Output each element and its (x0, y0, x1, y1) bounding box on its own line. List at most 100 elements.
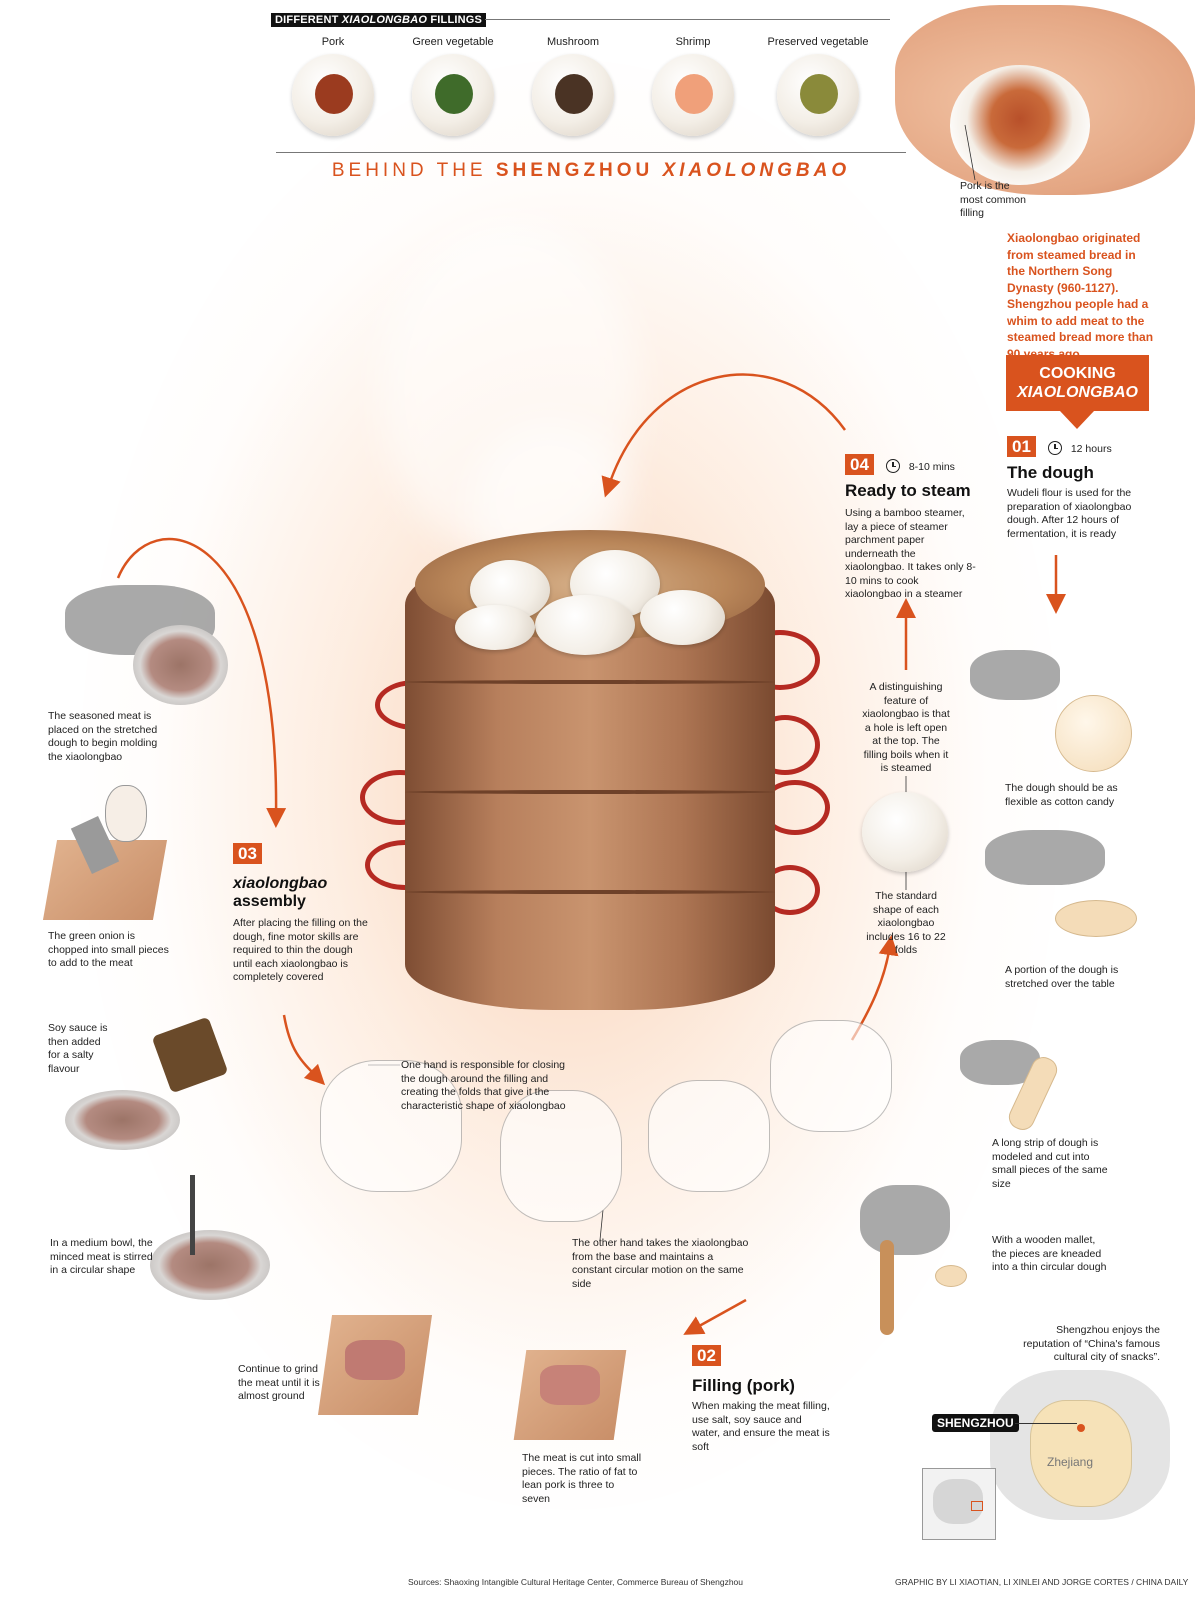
ground-meat-shape (345, 1340, 405, 1380)
caption-dough-flexible: The dough should be as flexible as cotto… (1005, 782, 1118, 808)
step-03: 03 xiaolongbao assembly After placing th… (233, 843, 368, 985)
filling-item-mushroom: Mushroom (523, 36, 623, 136)
filling-item-green-vegetable: Green vegetable (403, 36, 503, 136)
title-part-1: BEHIND THE (331, 160, 496, 181)
hand-shape (105, 785, 147, 842)
chopsticks-shape (190, 1175, 195, 1255)
filling-label: Mushroom (547, 36, 599, 48)
sleeve-shape (860, 1185, 950, 1255)
step-02: 02 Filling (pork) When making the meat f… (692, 1345, 832, 1454)
filling-item-preserved-vegetable: Preserved vegetable (758, 36, 878, 136)
caption-folds: The standard shape of each xiaolongbao i… (866, 890, 946, 956)
steamed-dumpling (535, 595, 635, 655)
step-body: Wudeli flour is used for the preparation… (1007, 487, 1132, 540)
page-title: BEHIND THE SHENGZHOU XIAOLONGBAO (276, 160, 906, 182)
title-part-2: SHENGZHOU (495, 160, 663, 181)
pork-note: Pork is the most common filling (960, 180, 1026, 219)
title-rule (276, 152, 906, 153)
caption-mallet: With a wooden mallet, the pieces are kne… (992, 1234, 1107, 1273)
step-title-1: xiaolongbao (233, 875, 328, 892)
china-inset-map (922, 1468, 996, 1540)
caption-seasoned: The seasoned meat is placed on the stret… (48, 710, 158, 763)
preserved-vegetable-filling-swatch (800, 74, 838, 114)
steamer-tier-line (405, 680, 775, 684)
hands-final-image (770, 1020, 892, 1132)
step-04: 04 8-10 mins Ready to steam Using a bamb… (845, 454, 985, 602)
mushroom-filling-swatch (555, 74, 593, 114)
arrow-left-loop (116, 537, 287, 828)
caption-meat-cut: The meat is cut into small pieces. The r… (522, 1452, 642, 1505)
step-title: Ready to steam (845, 481, 971, 500)
step-title: Filling (pork) (692, 1376, 795, 1395)
cooking-box-line2: XIAOLONGBAO (1017, 384, 1138, 401)
dough-strip-image (960, 1010, 1110, 1134)
shengzhou-city-marker (1077, 1424, 1085, 1432)
shrimp-filling-swatch (675, 74, 713, 114)
sleeve-shape (985, 830, 1105, 885)
step-title-2: assembly (233, 893, 306, 910)
footer-sources: Sources: Shaoxing Intangible Cultural He… (408, 1577, 743, 1587)
dough-ball-image (970, 640, 1135, 780)
leader-line (964, 124, 976, 181)
footer-credit: GRAPHIC BY LI XIAOTIAN, LI XINLEI AND JO… (895, 1577, 1189, 1587)
cooking-box: COOKING XIAOLONGBAO (1006, 355, 1149, 411)
filling-label: Green vegetable (412, 36, 494, 48)
leader-line (599, 1209, 604, 1241)
caption-grind: Continue to grind the meat until it is a… (238, 1363, 320, 1402)
arrow-filling (683, 1298, 747, 1335)
single-xiaolongbao-image (862, 792, 948, 872)
bamboo-steamer-image (360, 520, 830, 1020)
hand-holding-bun-image (895, 5, 1195, 205)
sleeve-shape (970, 650, 1060, 700)
seasoned-meat-illustration (45, 585, 230, 705)
green-vegetable-filling-swatch (435, 74, 473, 114)
fillings-header: DIFFERENT XIAOLONGBAO FILLINGS (271, 13, 487, 27)
step-number: 03 (233, 843, 262, 864)
caption-other-hand: The other hand takes the xiaolongbao fro… (572, 1237, 749, 1290)
caption-dough-stretched: A portion of the dough is stretched over… (1005, 964, 1119, 990)
bun-opened (950, 65, 1090, 185)
map-province-label: Zhejiang (1047, 1455, 1094, 1469)
mallet-image (820, 1185, 980, 1335)
caption-bowl-stir: In a medium bowl, the minced meat is sti… (50, 1237, 153, 1276)
hands-rotating-image (500, 1090, 622, 1222)
clock-icon (886, 458, 901, 473)
inset-highlight (971, 1501, 983, 1511)
hands-closing-image (320, 1060, 462, 1192)
fillings-header-prefix: DIFFERENT (275, 14, 342, 26)
caption-soy: Soy sauce is then added for a salty flav… (48, 1022, 108, 1075)
dough-piece (935, 1265, 967, 1287)
fillings-rule (485, 19, 890, 20)
zhejiang-province-shape (1030, 1400, 1132, 1507)
step-title: The dough (1007, 463, 1094, 482)
filling-item-shrimp: Shrimp (643, 36, 743, 136)
filling-item-pork: Pork (283, 36, 383, 136)
meat-pieces-shape (540, 1365, 600, 1405)
caption-onion: The green onion is chopped into small pi… (48, 930, 169, 969)
filling-label: Pork (321, 36, 345, 48)
step-01: 01 12 hours The dough Wudeli flour is us… (1007, 436, 1167, 541)
step-time: 12 hours (1070, 443, 1112, 455)
map-note: Shengzhou enjoys the reputation of “Chin… (1023, 1324, 1160, 1363)
fillings-row: Pork Green vegetable Mushroom Shrimp Pre… (283, 36, 883, 146)
city-leader-line (1015, 1423, 1077, 1424)
map-city-label: SHENGZHOU (932, 1414, 1019, 1432)
bowl-image (133, 625, 228, 705)
title-part-3: XIAOLONGBAO (662, 160, 851, 181)
filling-label: Preserved vegetable (767, 36, 869, 48)
step-number: 01 (1007, 436, 1036, 457)
steamed-dumpling (640, 590, 725, 645)
hands-folding-image (648, 1080, 770, 1192)
arrow-assembly-down (282, 1014, 326, 1086)
caption-one-hand: One hand is responsible for closing the … (401, 1059, 566, 1112)
step-body: After placing the filling on the dough, … (233, 917, 368, 983)
arrow-steamer-top (601, 373, 847, 498)
dough-stretch-image (985, 830, 1137, 940)
steamer-tier-line (405, 790, 775, 794)
step-number: 04 (845, 454, 874, 475)
step-body: Using a bamboo steamer, lay a piece of s… (845, 507, 976, 600)
cooking-box-pointer (1060, 411, 1094, 429)
caption-hole: A distinguishing feature of xiaolongbao … (862, 681, 950, 774)
step-time: 8-10 mins (908, 461, 955, 473)
clock-icon (1048, 440, 1063, 455)
